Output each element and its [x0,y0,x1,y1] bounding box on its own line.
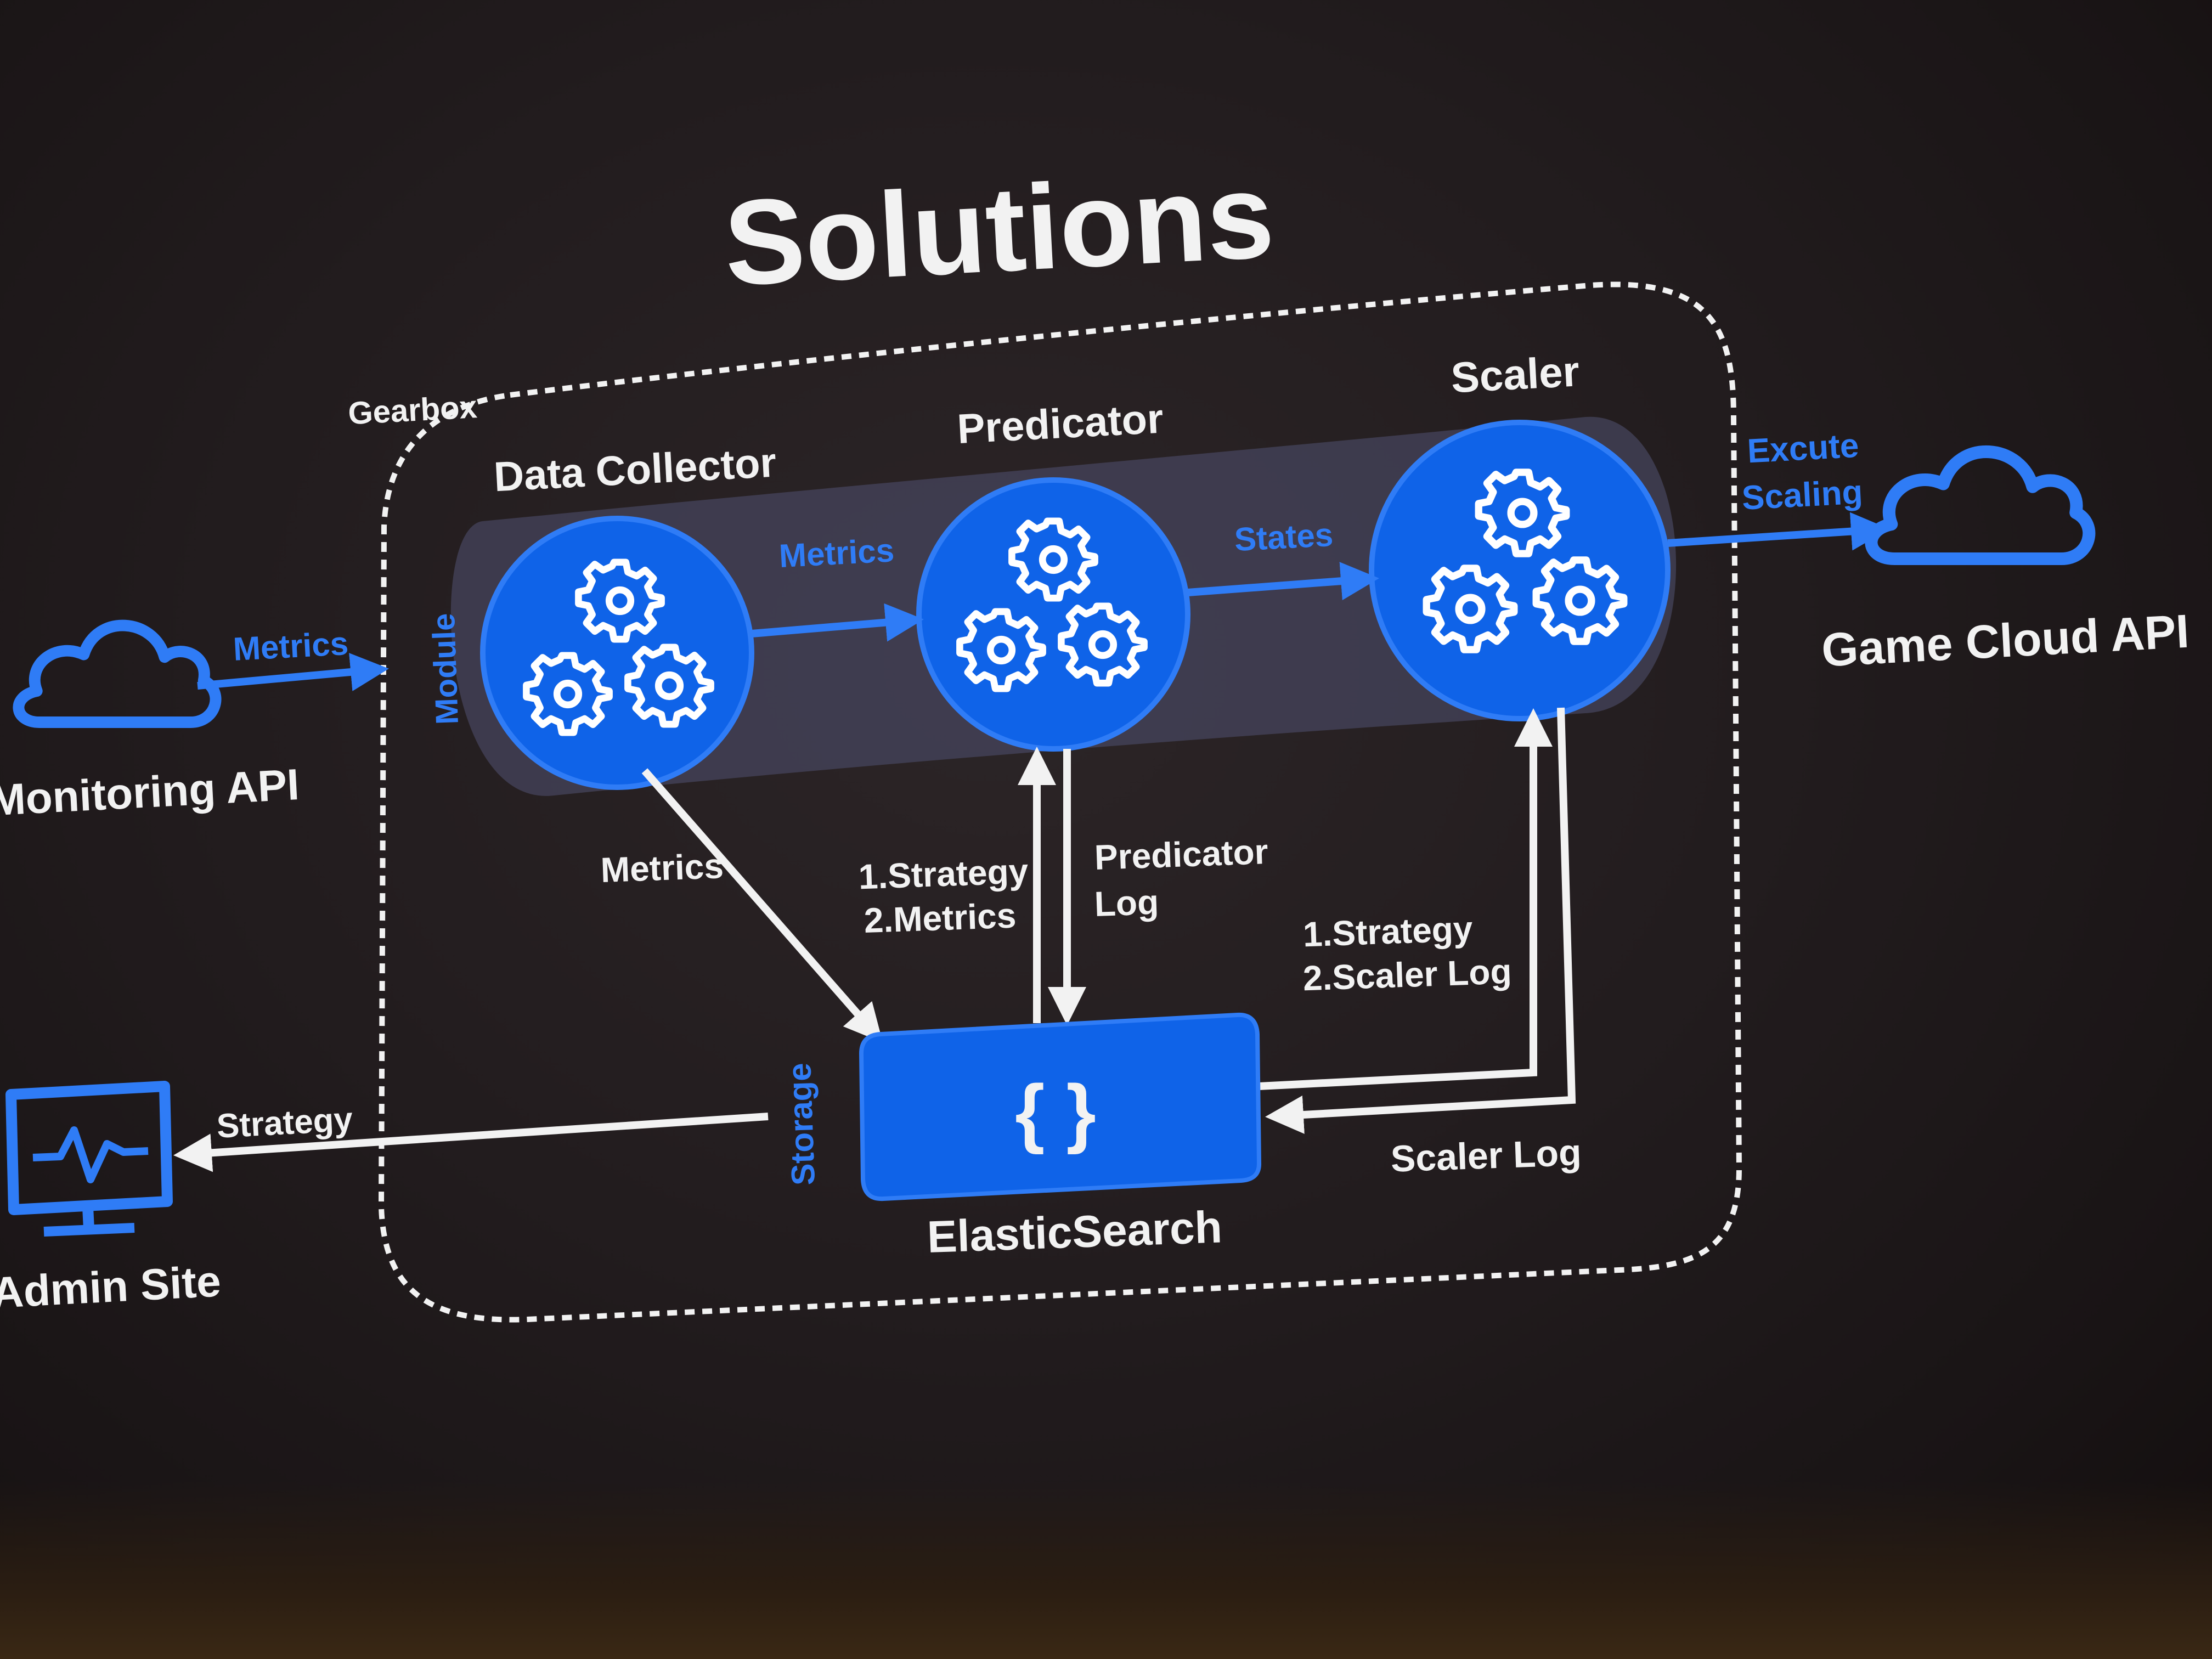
edge-label-collector-storage-metrics: Metrics [600,846,724,890]
edge-label-pred-metrics: 2.Metrics [864,895,1017,940]
monitoring-api-label: Monitoring API [0,760,301,825]
gearbox-label: Gearbox [347,389,478,431]
edge-label-scaler-log: Scaler Log [1390,1132,1582,1180]
gearbox-container [378,281,1742,1323]
arrow-predicator-to-scaler [1187,562,1379,601]
admin-site-label: Admin Site [0,1256,222,1317]
predicator-node [916,477,1190,752]
edge-label-scaler-log-2: 2.Scaler Log [1302,951,1513,998]
elasticsearch-label: ElasticSearch [926,1202,1223,1262]
edge-label-scaling: Scaling [1741,473,1864,517]
arrow-storage-to-scaler [1259,708,1553,1090]
edge-label-excute: Excute [1746,427,1860,471]
data-collector-node [480,516,754,790]
edge-label-predicator: Predicator [1094,832,1269,877]
admin-site-monitor-icon [5,1081,173,1237]
braces-icon: { } [1015,1069,1096,1155]
predicator-label: Predicator [956,396,1165,453]
arrow-scaler-to-storage [1265,707,1576,1134]
arrow-collector-to-predicator [751,603,924,642]
arrow-scaler-to-cloud [1667,512,1889,551]
edge-label-collector-metrics: Metrics [778,532,895,574]
storage-label: Storage [781,1062,822,1186]
elasticsearch-node: { } [859,1012,1261,1201]
edge-label-states: States [1233,516,1334,558]
monitoring-api-cloud-icon [19,625,216,722]
edge-label-pred-strategy: 1.Strategy [858,851,1029,897]
arrow-storage-to-admin [173,1113,769,1172]
game-cloud-api-label: Game Cloud API [1820,605,2191,677]
edge-label-scaler-strategy: 1.Strategy [1302,909,1474,955]
module-label: Module [426,613,465,725]
arrow-monitoring-to-collector [197,653,389,691]
scaler-label: Scaler [1449,347,1580,402]
edge-label-monitoring-metrics: Metrics [232,625,349,668]
edge-label-admin-strategy: Strategy [216,1101,354,1146]
scaler-node [1369,420,1671,721]
game-cloud-api-cloud-icon [1871,452,2089,558]
slide-title: Solutions [721,148,1277,311]
floor-shadow [0,1481,2212,1659]
arrow-collector-to-storage [641,768,883,1043]
data-collector-label: Data Collector [493,439,777,501]
edge-label-predicator-log: Log [1094,882,1160,924]
